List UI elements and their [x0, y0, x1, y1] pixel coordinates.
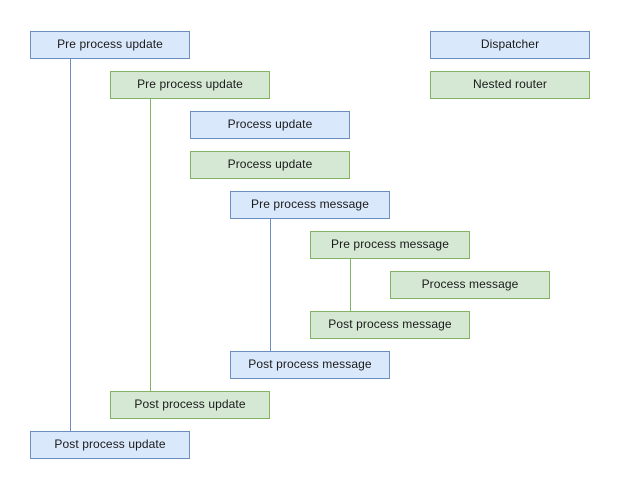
- diagram-node[interactable]: Process update: [190, 151, 350, 179]
- diagram-node[interactable]: Pre process message: [310, 231, 470, 259]
- diagram-node[interactable]: Post process update: [30, 431, 190, 459]
- nested-message-span-connector: [350, 259, 351, 311]
- diagram-node[interactable]: Process message: [390, 271, 550, 299]
- diagram-node[interactable]: Process update: [190, 111, 350, 139]
- diagram-node[interactable]: Post process message: [230, 351, 390, 379]
- legend-item-dispatcher[interactable]: Dispatcher: [430, 31, 590, 59]
- diagram-node[interactable]: Pre process update: [110, 71, 270, 99]
- nested-update-span-connector: [150, 99, 151, 391]
- dispatcher-update-span-connector: [70, 59, 71, 431]
- diagram-node[interactable]: Post process update: [110, 391, 270, 419]
- diagram-node[interactable]: Pre process update: [30, 31, 190, 59]
- diagram-node[interactable]: Pre process message: [230, 191, 390, 219]
- diagram-node[interactable]: Post process message: [310, 311, 470, 339]
- legend-item-nested[interactable]: Nested router: [430, 71, 590, 99]
- dispatcher-message-span-connector: [270, 219, 271, 351]
